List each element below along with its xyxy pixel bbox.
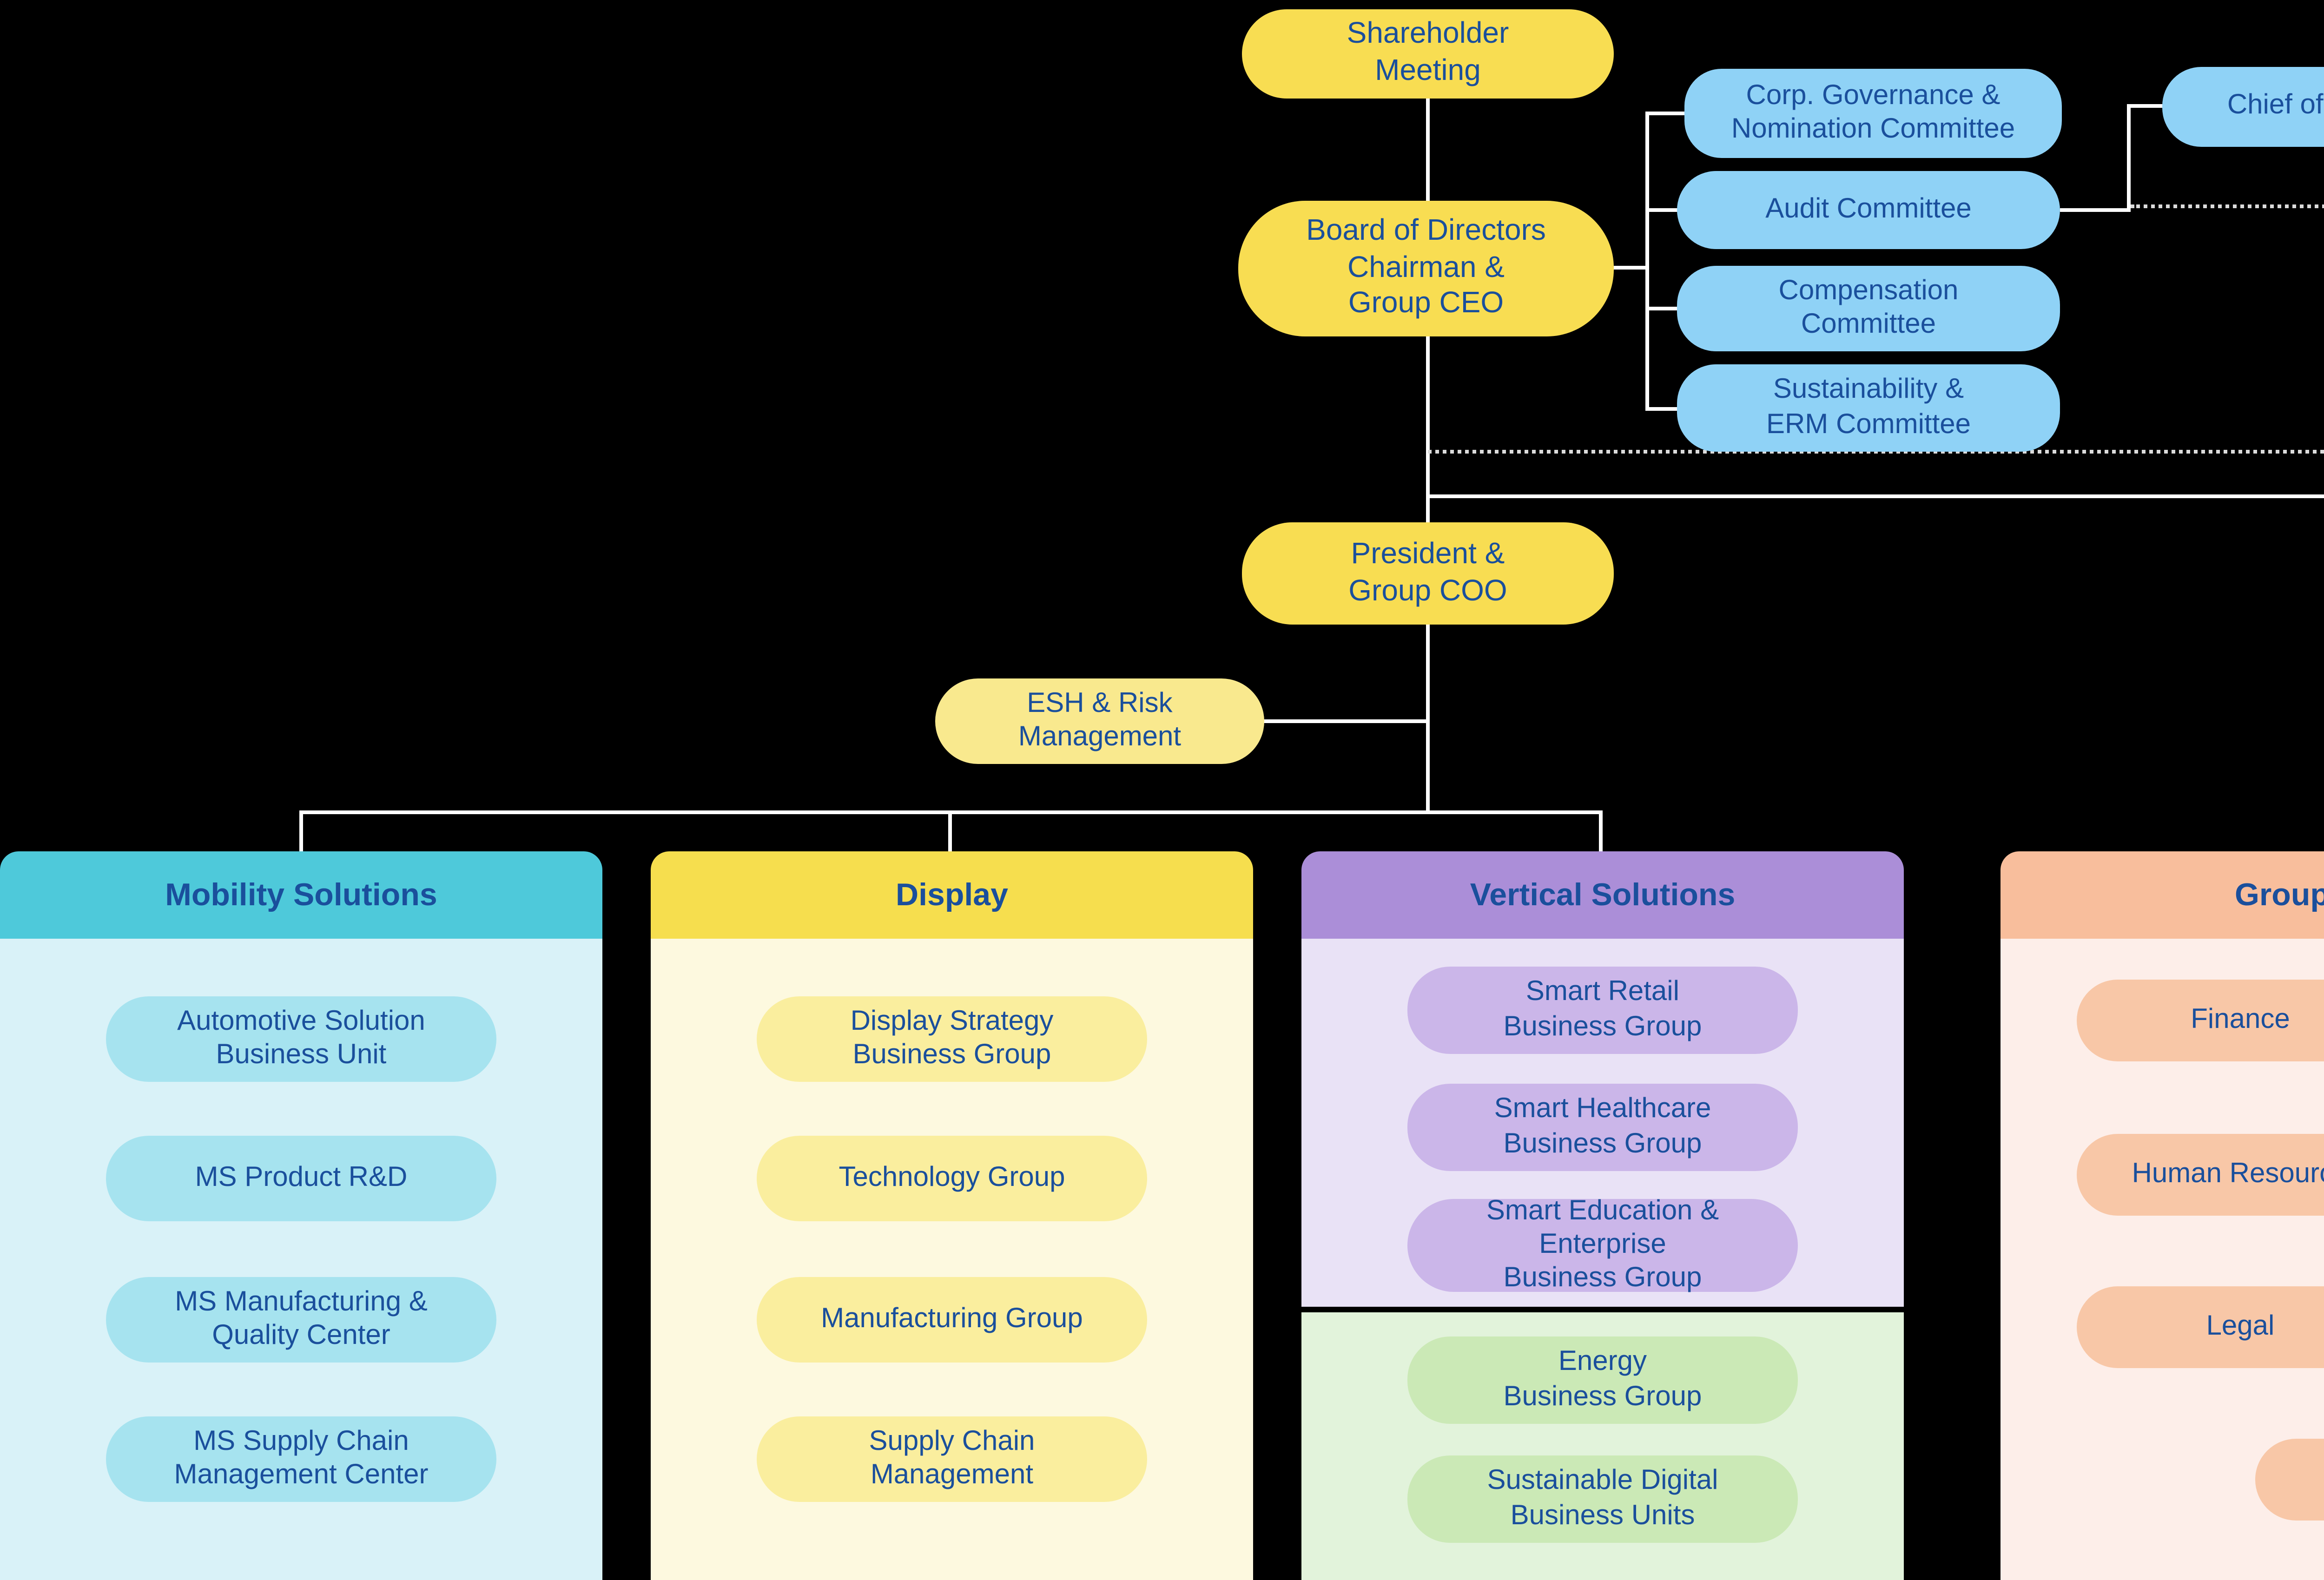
division-header: Group Infrastructure Unit (2000, 851, 2324, 939)
node-chief-of-compliance: Chief of Compliance (2162, 67, 2324, 147)
org-unit-smart-healthcare: Smart Healthcare Business Group (1407, 1084, 1798, 1171)
dotted-audit-right (2131, 204, 2324, 208)
node-shareholder-meeting: Shareholder Meeting (1242, 9, 1614, 99)
division-title: Vertical Solutions (1470, 876, 1736, 912)
node-committee-audit: Audit Committee (1677, 171, 2060, 249)
node-president-coo: President & Group COO (1242, 522, 1614, 625)
line-audit-compliance-h2 (2127, 104, 2168, 107)
line-giu-branch-h (1428, 494, 2324, 497)
division-mobility-solutions: Mobility Solutions Automotive Solution B… (0, 851, 602, 1580)
dotted-compliance-horizontal (1428, 450, 2324, 454)
org-unit-energy: Energy Business Group (1407, 1336, 1798, 1424)
org-unit-legal: Legal (2077, 1286, 2324, 1368)
node-esh-risk-management: ESH & Risk Management (935, 678, 1264, 764)
line-shareholder-board (1426, 95, 1429, 203)
org-unit-manufacturing-group: Manufacturing Group (757, 1277, 1147, 1363)
line-esh-connector (1261, 719, 1430, 722)
division-title: Group Infrastructure Unit (2234, 876, 2324, 912)
division-header: Mobility Solutions (0, 851, 602, 939)
line-stub-vertical-solutions (1599, 810, 1602, 853)
line-bracket-compensation (1645, 307, 1679, 309)
division-header: Display (651, 851, 1253, 939)
node-committee-sustainability-erm: Sustainability & ERM Committee (1677, 364, 2060, 452)
org-unit-ms-manufacturing-quality: MS Manufacturing & Quality Center (106, 1277, 496, 1363)
line-audit-compliance-h1 (2060, 208, 2131, 211)
node-board-of-directors: Board of Directors Chairman & Group CEO (1238, 201, 1614, 336)
org-unit-ms-supply-chain: MS Supply Chain Management Center (106, 1416, 496, 1502)
line-board-to-bracket (1614, 266, 1647, 269)
line-president-trunk (1426, 621, 1429, 814)
node-committee-compensation: Compensation Committee (1677, 266, 2060, 351)
org-unit-display-strategy: Display Strategy Business Group (757, 996, 1147, 1082)
line-bracket-corp-governance (1645, 112, 1686, 114)
division-header: Vertical Solutions (1301, 851, 1904, 939)
line-trunk (299, 810, 1603, 813)
division-display: Display Display Strategy Business Group … (651, 851, 1253, 1580)
org-unit-supply-chain-management: Supply Chain Management (757, 1416, 1147, 1502)
org-unit-ms-product-rd: MS Product R&D (106, 1136, 496, 1221)
org-unit-auditing: Auditing (2255, 1439, 2324, 1521)
org-unit-smart-retail: Smart Retail Business Group (1407, 967, 1798, 1054)
org-unit-automotive-solution: Automotive Solution Business Unit (106, 996, 496, 1082)
org-unit-finance: Finance (2077, 980, 2324, 1061)
line-bracket-sustainability (1645, 407, 1679, 410)
org-unit-sustainable-digital: Sustainable Digital Business Units (1407, 1455, 1798, 1543)
line-stub-mobility (299, 810, 302, 853)
division-title: Mobility Solutions (165, 876, 437, 912)
node-committee-corp-governance: Corp. Governance & Nomination Committee (1684, 69, 2062, 158)
division-title: Display (896, 876, 1008, 912)
line-stub-display (948, 810, 951, 853)
line-board-president (1426, 333, 1429, 526)
line-committee-bracket (1645, 112, 1648, 411)
org-unit-human-resource: Human Resource (2077, 1134, 2324, 1216)
division-vertical-solutions: Vertical Solutions Smart Retail Business… (1301, 851, 1904, 1580)
org-unit-technology-group: Technology Group (757, 1136, 1147, 1221)
line-bracket-audit (1645, 208, 1679, 211)
org-unit-smart-education-enterprise: Smart Education & Enterprise Business Gr… (1407, 1194, 1798, 1294)
division-group-infrastructure: Group Infrastructure Unit Finance Digita… (2000, 851, 2324, 1580)
line-audit-compliance-v (2127, 104, 2130, 212)
